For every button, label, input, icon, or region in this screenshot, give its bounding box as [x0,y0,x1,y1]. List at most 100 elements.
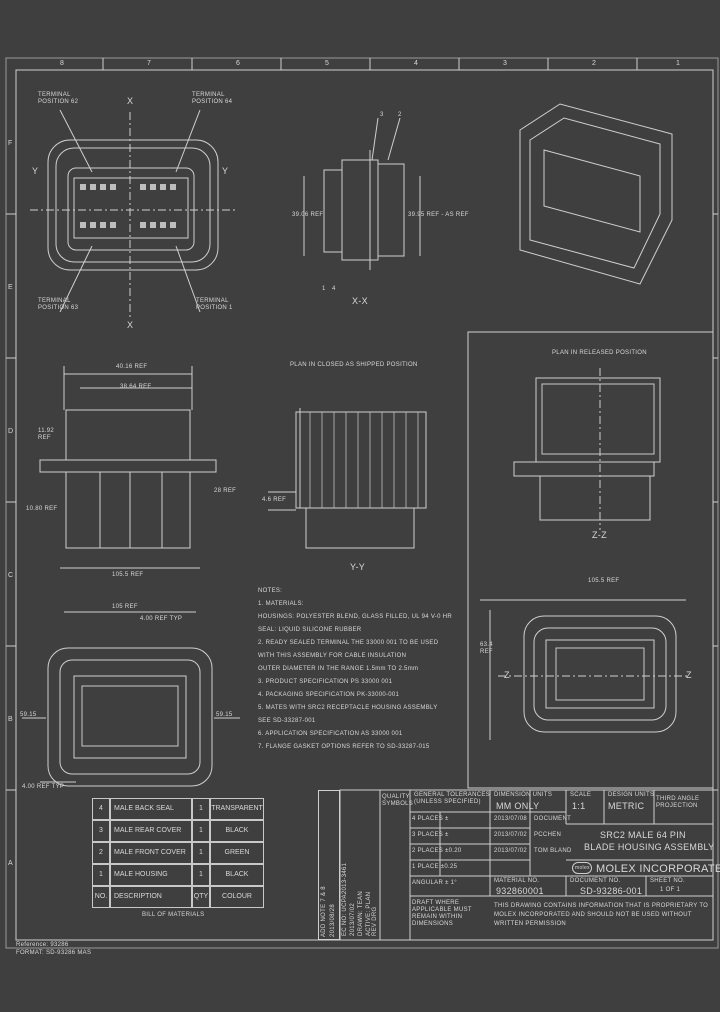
bom-cell-item: 4 [92,798,110,820]
label-terminal-64: TERMINAL POSITION 64 [192,92,233,105]
section-marker-x-top: X [127,96,134,106]
border-col-2: 2 [592,60,597,67]
material-label: MATERIAL NO. [494,878,540,884]
drawn-row-1: 2013/07/08 [494,816,528,822]
callout-4: 4 [332,286,336,292]
section-marker-y-left: Y [32,166,39,176]
note-line: 7. FLANGE GASKET OPTIONS REFER TO SD-332… [258,744,430,750]
label-terminal-63: TERMINAL POSITION 63 [38,298,79,311]
border-col-5: 5 [325,60,330,67]
dim-rear-left: 63.4 REF [480,642,493,655]
draft-note: DRAFT WHERE APPLICABLE MUST REMAIN WITHI… [412,900,472,927]
note-line: HOUSINGS: POLYESTER BLEND, GLASS FILLED,… [258,614,452,620]
border-row-f: F [8,140,13,147]
border-row-c: C [8,572,14,579]
border-col-8: 8 [60,60,65,67]
plot-stamp-2: FORMAT: SD-93286 MAS [16,950,92,956]
border-col-6: 6 [236,60,241,67]
molex-logo: molex [572,862,592,874]
callout-3: 3 [380,112,384,118]
revision-details: EC NO: UCPA2013-3461 2013/07/02 DRAWN: T… [340,790,380,940]
note-line: 1. MATERIALS: [258,601,304,607]
dim-front-top2: 4.00 REF TYP [140,616,183,622]
label-terminal-1: TERMINAL POSITION 1 [196,298,233,311]
bom-cell-color: BLACK [210,820,264,842]
bom-cell-qty: 1 [192,820,210,842]
dim-side-6: 105.5 REF [112,572,144,578]
revision-ec: EC NO: UCPA2013-3461 [342,862,348,936]
title-line-1: SRC2 MALE 64 PIN [600,830,686,840]
label-terminal-62: TERMINAL POSITION 62 [38,92,79,105]
bom-cell-item: 3 [92,820,110,842]
company-name: MOLEX INCORPORATED [596,863,720,875]
bom-cell-item: 1 [92,864,110,886]
bom-cell-desc: MALE HOUSING [110,864,192,886]
drawn-name-3: TOM BLAND [534,848,572,854]
proprietary-notice: THIS DRAWING CONTAINS INFORMATION THAT I… [494,903,709,927]
dim-side-3: 11.92 REF [38,428,55,441]
note-line: SEAL: LIQUID SILICONE RUBBER [258,627,362,633]
notes-lines: 1. MATERIALS: HOUSINGS: POLYESTER BLEND,… [258,601,468,751]
dim-side-5: 10.80 REF [26,506,58,512]
bom-cell-color: BLACK [210,864,264,886]
revision-date2: 2013/07/02 [350,902,356,936]
revision-rev: REV DRG [372,906,378,936]
dimension-units-value: MM ONLY [496,801,540,811]
sheet-value: 1 OF 1 [660,887,681,893]
border-col-4: 4 [414,60,419,67]
dim-front-top: 105 REF [112,604,138,610]
border-row-b: B [8,716,13,723]
border-col-3: 3 [503,60,508,67]
callout-2: 2 [398,112,402,118]
note-line: 4. PACKAGING SPECIFICATION PK-33000-001 [258,692,400,698]
section-marker-z-left: Z [504,670,510,680]
tolerance-row-1: 4 PLACES ± [412,816,449,822]
border-row-a: A [8,860,13,867]
notes-heading: NOTES: [258,588,283,594]
bom-cell-desc: MALE BACK SEAL [110,798,192,820]
revision-drawn: DRAWN: TEAN [358,891,364,936]
bom-cell-desc: MALE FRONT COVER [110,842,192,864]
dim-xx-right: 39.95 REF - AS REF [408,212,469,218]
section-zz-title: PLAN IN RELEASED POSITION [552,350,647,356]
note-line: SEE SD-33287-001 [258,718,316,724]
projection-label: THIRD ANGLE PROJECTION [656,796,700,809]
border-row-e: E [8,284,13,291]
tolerance-row-5: ANGULAR ± 1° [412,880,457,886]
tolerance-title: GENERAL TOLERANCES (UNLESS SPECIFIED) [414,792,490,805]
dim-front-bottom: 4.00 REF TYP [22,784,65,790]
scale-label: SCALE [570,792,592,798]
tolerance-row-2: 3 PLACES ± [412,832,449,838]
bom-cell-qty: 1 [192,842,210,864]
section-marker-x-bottom: X [127,320,134,330]
dimension-units-label: DIMENSION UNITS [494,792,553,798]
bom-cell-desc: DESCRIPTION [110,886,192,908]
bom-cell-qty: 1 [192,864,210,886]
callout-1: 1 [322,286,326,292]
section-marker-z-right: Z [686,670,692,680]
note-line: 3. PRODUCT SPECIFICATION PS 33000 001 [258,679,393,685]
tolerance-row-4: 1 PLACE ±0.25 [412,864,458,870]
title-line-2: BLADE HOUSING ASSEMBLY [584,842,715,852]
note-line: WITH THIS ASSEMBLY FOR CABLE INSULATION [258,653,407,659]
document-label: DOCUMENT NO. [570,878,621,884]
section-yy-title: PLAN IN CLOSED AS SHIPPED POSITION [290,362,418,368]
section-marker-y-right: Y [222,166,229,176]
sheet-label: SHEET NO. [650,878,685,884]
drawn-name-2: PCCHEN [534,832,562,838]
border-row-d: D [8,428,14,435]
plot-stamp-1: Reference: 93286 [16,942,69,948]
drawn-name-1: DOCUMENT [534,816,572,822]
dim-front-left: 59.15 [20,712,37,718]
dim-xx-left: 39.06 REF [292,212,324,218]
bom-cell-color: TRANSPARENT [210,798,264,820]
dim-side-2: 38.64 REF [120,384,152,390]
dim-yy: 4.6 REF [262,497,287,503]
design-units-label: DESIGN UNITS [608,792,655,798]
quality-symbols: QUALITY SYMBOLS [382,794,414,807]
tolerance-row-3: 2 PLACES ±0.20 [412,848,462,854]
bom-cell-color: GREEN [210,842,264,864]
border-col-1: 1 [676,60,681,67]
dim-side-4: 28 REF [214,488,237,494]
notes-block: NOTES: 1. MATERIALS: HOUSINGS: POLYESTER… [258,588,468,751]
